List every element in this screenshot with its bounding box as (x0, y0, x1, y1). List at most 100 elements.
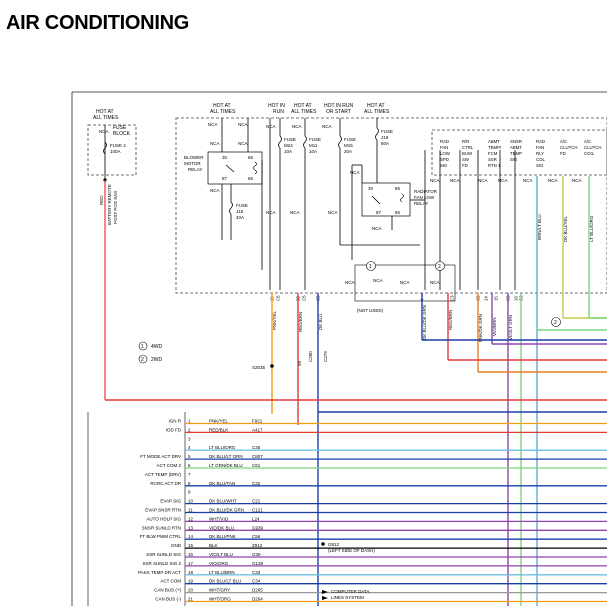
connector-code-20: D265 (252, 588, 263, 593)
connector-pin-18: 18 (188, 570, 194, 575)
legend-2-circle (138, 354, 148, 364)
connector-code-14: C56 (252, 534, 261, 539)
blower-relay-pin87: 87 (222, 176, 228, 181)
supply-left-2: ALL TIMES (93, 115, 119, 121)
connector-label-14: FT BLW PWM CTRL (140, 534, 182, 539)
fuse-m11-3: 10A (309, 149, 317, 154)
circle-label-2b-text: 2 (554, 320, 557, 326)
radiator-relay-switch (371, 195, 381, 205)
connector-wire-5: DK BLU/LT GRN (209, 454, 243, 459)
connector-pin-13: 13 (188, 525, 194, 530)
circle-label-2 (435, 261, 445, 271)
blower-relay-label-2: MOTOR (184, 161, 201, 166)
connector-pin-14: 14 (188, 534, 194, 539)
internal-wiring (221, 118, 516, 290)
not-used-box (354, 264, 456, 302)
vlabel-dk-blu-dk-grn: DK BLU/DK GRN (422, 305, 427, 340)
connector-code-17: G139 (252, 561, 264, 566)
nca-11: NCA (328, 210, 338, 215)
nca-12: NCA (350, 170, 360, 175)
connector-pin-16: 16 (188, 552, 194, 557)
connector-pin-20: 20 (188, 588, 194, 593)
fuse-m24-3: 10A (284, 149, 292, 154)
blower-relay-label-1: BLOWER (184, 155, 204, 160)
radiator-relay-pin86: 86 (395, 210, 401, 215)
circle-label-1 (366, 261, 376, 271)
connector-pin-15: 15 (188, 543, 194, 548)
blower-relay-pin85: 85 (248, 155, 254, 160)
supply-col2-1: HOT IN (268, 103, 285, 109)
fuse-j15-2: J15 (236, 209, 244, 214)
vlabel-brn-lt-blu: BRN/LT BLU (537, 214, 542, 240)
ground-note-2: (LEFT SIDE OF DASH) (328, 548, 375, 553)
pin-label-9: 15 (494, 296, 499, 301)
supply-col4-1: HOT IN RUN (324, 103, 353, 109)
connector-wire-17: VIO/ORG (209, 561, 229, 566)
blower-relay-pin30: 30 (222, 155, 228, 160)
fuse-m15-1: FUSE (344, 137, 356, 142)
connector-label-5: FT MODE ACT DRV (140, 454, 181, 459)
page-title: AIR CONDITIONING (6, 12, 189, 34)
connector-label-7: ACT TEMP (DRV) (145, 472, 182, 477)
connector-wire-2: RED/BLK (209, 427, 228, 432)
connector-label-6: ACT COM 2 (157, 463, 182, 468)
connector-pin-2: 2 (188, 427, 191, 432)
connector-label-18: PASS TEMP DR ACT (138, 570, 181, 575)
connector-code-4: C35 (252, 445, 261, 450)
legend-2-text: 2WD (151, 357, 163, 363)
connector-pin-12: 12 (188, 516, 194, 521)
module-col-6-line-2: COIL (584, 151, 595, 156)
supply-col1-2: ALL TIMES (210, 109, 236, 115)
data-note-2: LINES SYSTEM (331, 595, 364, 600)
fuse-m11-2: M11 (309, 143, 318, 148)
connector-code-8: C32 (252, 481, 261, 486)
splice-s2035: S2035 (252, 365, 266, 370)
module-col-0-line-4: SIG (440, 163, 448, 168)
module-col-0-line-0: RAD (440, 139, 449, 144)
connector-wire-20: WHT/GRY (209, 588, 230, 593)
radiator-relay-pin85: 85 (395, 186, 401, 191)
module-box (431, 129, 607, 176)
vlabel-pnk-dk-grn: PNK/DK GRN (478, 314, 483, 342)
connector-pin-4: 4 (188, 445, 191, 450)
nca-3: NCA (266, 124, 276, 129)
connector-pin-9: 9 (188, 490, 191, 495)
circle-label-1-text: 1 (369, 264, 372, 270)
circle-label-2-text: 2 (438, 264, 441, 270)
supply-col2-2: RUN (273, 109, 284, 115)
connector-wire-21: WHT/ORG (209, 597, 231, 602)
splice-s2035-dot (270, 364, 274, 368)
data-arrow-1 (322, 590, 328, 594)
blower-relay-box (207, 151, 263, 185)
vlabel-dk-blu-yel: DK BLU/YEL (563, 215, 568, 242)
fuse-j19-1: FUSE (381, 129, 393, 134)
module-col-2-line-3: SSR (488, 157, 497, 162)
connector-label-21: CAN BUS (-) (155, 597, 181, 602)
radiator-relay-pin87: 87 (376, 210, 382, 215)
connector-pin-5: 5 (188, 454, 191, 459)
pin-label-6: C3 (450, 295, 455, 301)
connector-pin-6: 6 (188, 463, 191, 468)
connector-code-2: A417 (252, 427, 263, 432)
module-col-5-line-0: A/C (560, 139, 567, 144)
connector-wire-1: PNK/YEL (209, 419, 229, 424)
fuse4-nca: NCA (99, 129, 109, 134)
radiator-relay-label-1: RADIATOR (414, 189, 438, 194)
fuse-m15-2: M15 (344, 143, 353, 148)
radiator-relay-pin30: 30 (368, 186, 374, 191)
connector-wire-8: DK BLU/TAN (209, 481, 235, 486)
module-col-3-line-2: TEMP (510, 151, 522, 156)
radiator-relay-box (361, 182, 411, 217)
module-col-4-line-3: COL (536, 157, 545, 162)
module-col-0-line-2: LOW (440, 151, 451, 156)
module-col-6-line-1: CLUTCH (584, 145, 601, 150)
connector-label-15: GND (171, 543, 182, 548)
vlabel-vio-lt-grn: VIO/LT GRN (508, 315, 513, 340)
nca-19: NCA (548, 178, 558, 183)
data-note-1: COMPUTER DATA (331, 589, 369, 594)
nca-14: NCA (430, 178, 440, 183)
module-col-5-line-1: CLUTCH (560, 145, 577, 150)
nca-7: NCA (238, 141, 248, 146)
connector-label-20: CAN BUS (+) (154, 588, 181, 593)
